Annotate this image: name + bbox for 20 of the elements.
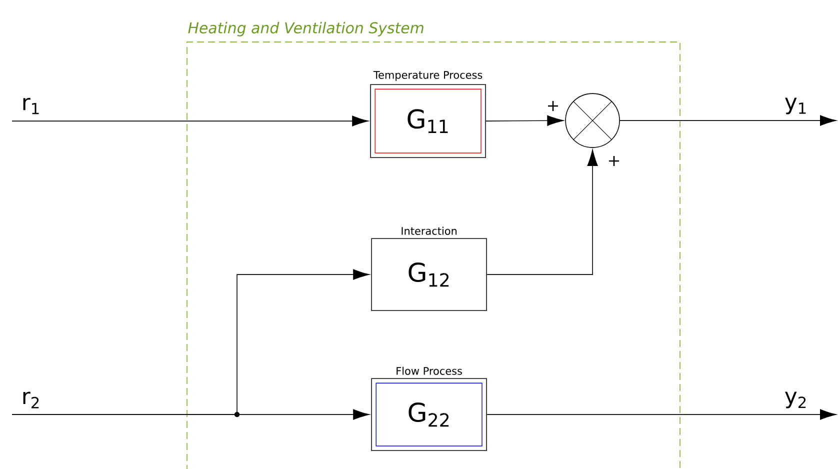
box-heading: Flow Process (396, 366, 462, 375)
box-heading: Temperature Process (373, 71, 482, 81)
arrow (12, 409, 370, 420)
edge-label: + (606, 155, 622, 167)
edge-label: + (545, 100, 561, 112)
transfer-function-box: G$_{12}$ (371, 238, 487, 311)
box-heading: Interaction (402, 226, 457, 235)
arrow (486, 115, 564, 126)
arrow (12, 116, 368, 126)
arrow (486, 409, 836, 420)
edge-label: y$_{2}$ (783, 390, 809, 410)
transfer-function-box: G$_{22}$ (371, 378, 487, 451)
summing-junction (565, 93, 620, 148)
arrow (620, 115, 836, 126)
arrow (486, 150, 598, 275)
transfer-function-box: G$_{11}$ (370, 84, 486, 158)
edge-label: y$_{1}$ (783, 96, 809, 116)
edge-label: r$_{1}$ (20, 96, 42, 116)
node-label: Heating and Ventilation System (188, 22, 424, 36)
edge-label: r$_{2}$ (20, 390, 42, 410)
